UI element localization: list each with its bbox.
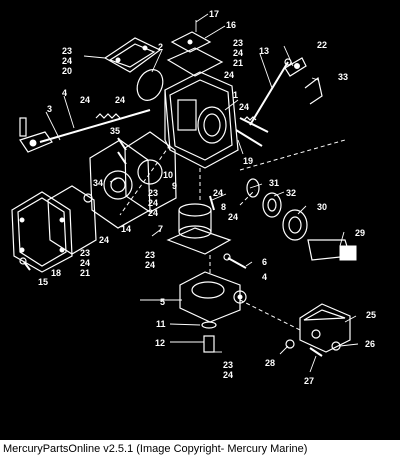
callout-10: 10 [163,170,173,180]
check-valve-plate [170,20,212,53]
callout-23: 23 [233,38,243,48]
cover-screw [19,257,31,271]
callout-16: 16 [226,20,236,30]
callout-6: 6 [262,257,267,267]
callout-22: 22 [317,40,327,50]
upper-gasket [166,47,224,77]
callout-24: 24 [99,235,109,245]
choke-shaft [19,109,151,153]
callout-24: 24 [80,95,90,105]
callout-24: 24 [80,258,90,268]
exploded-parts-diagram: 17 16 23 24 20 2 23 24 21 13 22 24 33 4 … [11,9,376,386]
callout-26: 26 [365,339,375,349]
callout-24: 24 [228,212,238,222]
callout-2: 2 [158,42,163,52]
callout-labels: 17 16 23 24 20 2 23 24 21 13 22 24 33 4 … [38,9,376,386]
throttle-shaft [249,58,292,126]
callout-1: 1 [233,90,238,100]
callout-34: 34 [93,178,103,188]
callout-23: 23 [145,250,155,260]
callout-19: 19 [243,156,253,166]
bowl-gasket [166,227,232,255]
pump-diaphragm [47,185,97,255]
callout-23: 23 [223,360,233,370]
callout-32: 32 [286,188,296,198]
callout-15: 15 [38,277,48,287]
callout-28: 28 [265,358,275,368]
float [178,203,212,239]
callout-12: 12 [155,338,165,348]
plunger [307,239,357,261]
callout-24: 24 [115,95,125,105]
inlet-needle [209,195,215,211]
callout-31: 31 [269,178,279,188]
image-caption: MercuryPartsOnline v2.5.1 (Image Copyrig… [3,443,308,455]
callout-20: 20 [62,66,72,76]
callout-4: 4 [262,272,267,282]
callout-23: 23 [62,46,72,56]
callout-24: 24 [224,70,234,80]
bushing [262,192,282,218]
callout-33: 33 [338,72,348,82]
callout-35: 35 [110,126,120,136]
drain-screw [223,253,247,269]
callout-18: 18 [51,268,61,278]
callout-7: 7 [158,224,163,234]
leader-lines [45,13,359,373]
float-bowl [179,271,247,323]
callout-3: 3 [47,104,52,114]
linkage-pins [285,339,341,357]
callout-23: 23 [148,188,158,198]
callout-9: 9 [172,181,177,191]
bowl-plug [201,321,217,353]
plunger-boot [282,209,308,241]
alignment-lines [119,139,346,331]
choke-spring [95,113,121,119]
adjusting-screws [235,116,269,147]
callout-21: 21 [233,58,243,68]
callout-14: 14 [121,224,131,234]
o-ring [246,178,260,198]
diaphragm [136,69,164,101]
callout-23: 23 [80,248,90,258]
callout-13: 13 [259,46,269,56]
callout-5: 5 [160,297,165,307]
callout-17: 17 [209,9,219,19]
callout-24: 24 [62,56,72,66]
callout-27: 27 [304,376,314,386]
fuel-pump-gasket [124,131,177,213]
callout-24: 24 [223,370,233,380]
top-cover-plate [103,37,162,73]
link-rod [304,76,323,105]
linkage-block [299,303,351,353]
carburetor-body [164,71,239,169]
callout-4: 4 [62,88,67,98]
callout-24: 24 [239,102,249,112]
callout-21: 21 [80,268,90,278]
callout-29: 29 [355,228,365,238]
callout-24: 24 [145,260,155,270]
pump-screws [83,137,127,203]
fuel-pump-cover [11,191,73,273]
callout-24: 24 [148,208,158,218]
callout-24: 24 [213,188,223,198]
throttle-lever [284,57,307,77]
callout-24: 24 [233,48,243,58]
callout-11: 11 [156,319,166,329]
callout-24: 24 [148,198,158,208]
callout-8: 8 [221,202,226,212]
callout-30: 30 [317,202,327,212]
callout-25: 25 [366,310,376,320]
diagram-frame: 17 16 23 24 20 2 23 24 21 13 22 24 33 4 … [0,0,400,440]
